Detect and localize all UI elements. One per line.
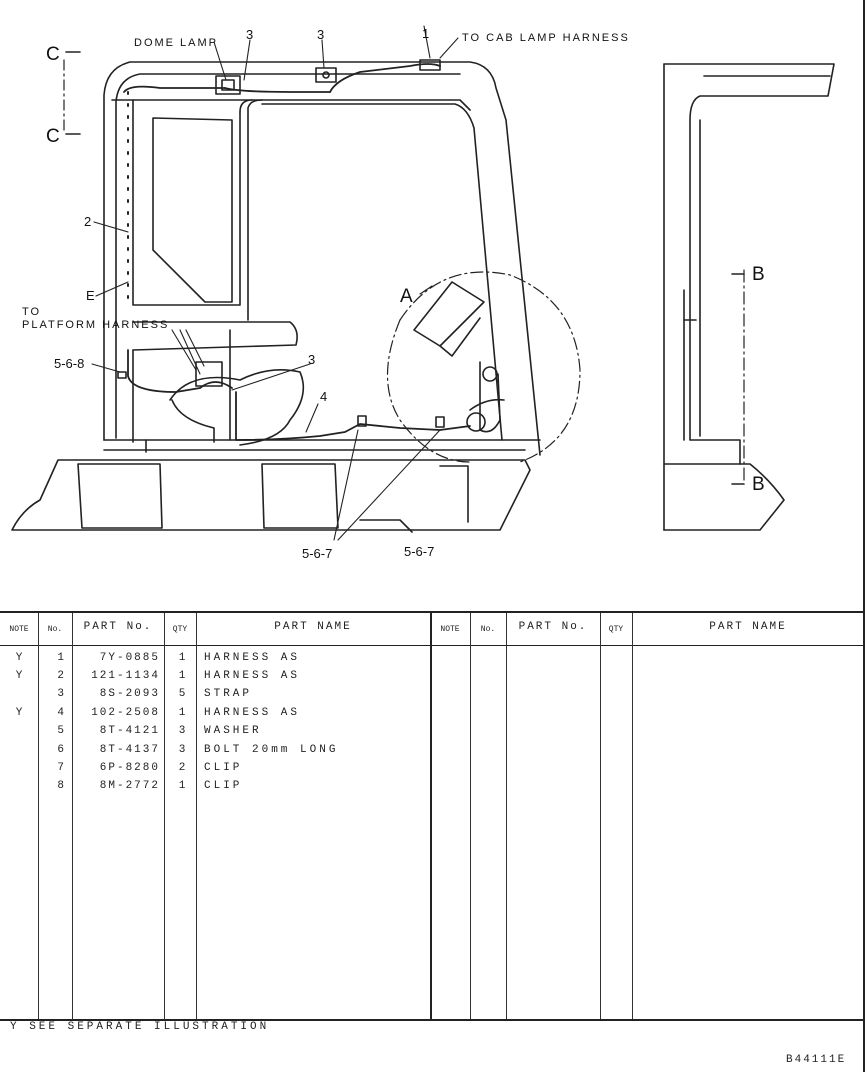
row-part-no: 8S-2093 <box>99 688 160 700</box>
row-qty: 1 <box>178 652 186 664</box>
row-part-name: CLIP <box>204 780 243 792</box>
row-no: 2 <box>57 670 64 682</box>
row-qty: 1 <box>178 707 186 719</box>
row-part-no: 8M-2772 <box>99 780 160 792</box>
ref-1: 1 <box>422 26 429 41</box>
row-no: 8 <box>57 780 64 792</box>
header-part-no: PART No. <box>83 621 153 633</box>
label-to: TO <box>22 306 41 318</box>
ref-3-roof: 3 <box>317 27 324 42</box>
row-no: 3 <box>57 688 64 700</box>
row-note: Y <box>15 670 23 682</box>
side-view-outline <box>663 63 835 465</box>
row-note: Y <box>15 652 23 664</box>
header-no-right: No. <box>480 625 496 634</box>
label-platform-harness: PLATFORM HARNESS <box>22 319 169 331</box>
col-divider <box>164 613 165 1019</box>
row-part-name: CLIP <box>204 762 243 774</box>
cab-outline <box>103 61 541 456</box>
ref-5-6-7-left: 5-6-7 <box>302 546 332 561</box>
section-mark-b-top: B <box>752 264 765 285</box>
row-part-no: 8T-4137 <box>99 744 160 756</box>
label-e: E <box>86 288 95 303</box>
parts-table: NOTE No. PART No. QTY PART NAME NOTE No.… <box>0 611 864 1021</box>
header-qty: QTY <box>172 625 188 634</box>
row-no: 7 <box>57 762 64 774</box>
row-part-no: 8T-4121 <box>99 725 160 737</box>
section-mark-c-top: C <box>46 44 60 65</box>
col-divider-center <box>430 613 432 1019</box>
ref-3-lower: 3 <box>308 352 315 367</box>
row-part-no: 121-1134 <box>91 670 160 682</box>
label-to-cab-lamp-harness: TO CAB LAMP HARNESS <box>462 32 630 44</box>
header-part-name-right: PART NAME <box>709 621 787 633</box>
row-note: Y <box>15 707 23 719</box>
row-no: 4 <box>57 707 64 719</box>
col-divider <box>600 613 601 1019</box>
row-no: 1 <box>57 652 64 664</box>
row-qty: 5 <box>178 688 186 700</box>
header-part-no-right: PART No. <box>518 621 588 633</box>
ref-5-6-7-right: 5-6-7 <box>404 544 434 559</box>
col-divider <box>506 613 507 1019</box>
label-dome-lamp: DOME LAMP <box>134 37 218 49</box>
row-qty: 2 <box>178 762 186 774</box>
header-qty-right: QTY <box>608 625 624 634</box>
header-part-name: PART NAME <box>274 621 352 633</box>
section-mark-c-bottom: C <box>46 126 60 147</box>
col-divider <box>632 613 633 1019</box>
row-no: 5 <box>57 725 64 737</box>
ref-3-dome: 3 <box>246 27 253 42</box>
col-divider <box>196 613 197 1019</box>
ref-2: 2 <box>84 214 91 229</box>
row-part-name: BOLT 20mm LONG <box>204 744 339 756</box>
col-divider <box>72 613 73 1019</box>
row-qty: 1 <box>178 670 186 682</box>
row-part-no: 102-2508 <box>91 707 160 719</box>
row-part-no: 7Y-0885 <box>99 652 160 664</box>
row-part-name: STRAP <box>204 688 253 700</box>
row-qty: 1 <box>178 780 186 792</box>
row-no: 6 <box>57 744 64 756</box>
ref-5-6-8: 5-6-8 <box>54 356 84 371</box>
wiring-illustration: DOME LAMP TO CAB LAMP HARNESS TO PLATFOR… <box>11 25 835 561</box>
col-divider <box>38 613 39 1019</box>
col-divider <box>470 613 471 1019</box>
illustration-reference-code: B44111E <box>786 1054 847 1066</box>
platform-outline <box>11 459 531 531</box>
page-frame-right <box>863 0 865 1072</box>
section-mark-b-bottom: B <box>752 474 765 495</box>
header-note-right: NOTE <box>440 625 460 634</box>
row-part-name: HARNESS AS <box>204 670 301 682</box>
header-no: No. <box>47 625 63 634</box>
row-qty: 3 <box>178 744 186 756</box>
row-part-name: WASHER <box>204 725 262 737</box>
detail-mark-a: A <box>400 286 413 307</box>
row-part-no: 6P-8280 <box>99 762 160 774</box>
row-part-name: HARNESS AS <box>204 652 301 664</box>
row-part-name: HARNESS AS <box>204 707 301 719</box>
footnote: Y SEE SEPARATE ILLUSTRATION <box>10 1021 270 1033</box>
header-note: NOTE <box>9 625 29 634</box>
table-header-divider <box>0 645 864 646</box>
ref-4: 4 <box>320 389 327 404</box>
row-qty: 3 <box>178 725 186 737</box>
